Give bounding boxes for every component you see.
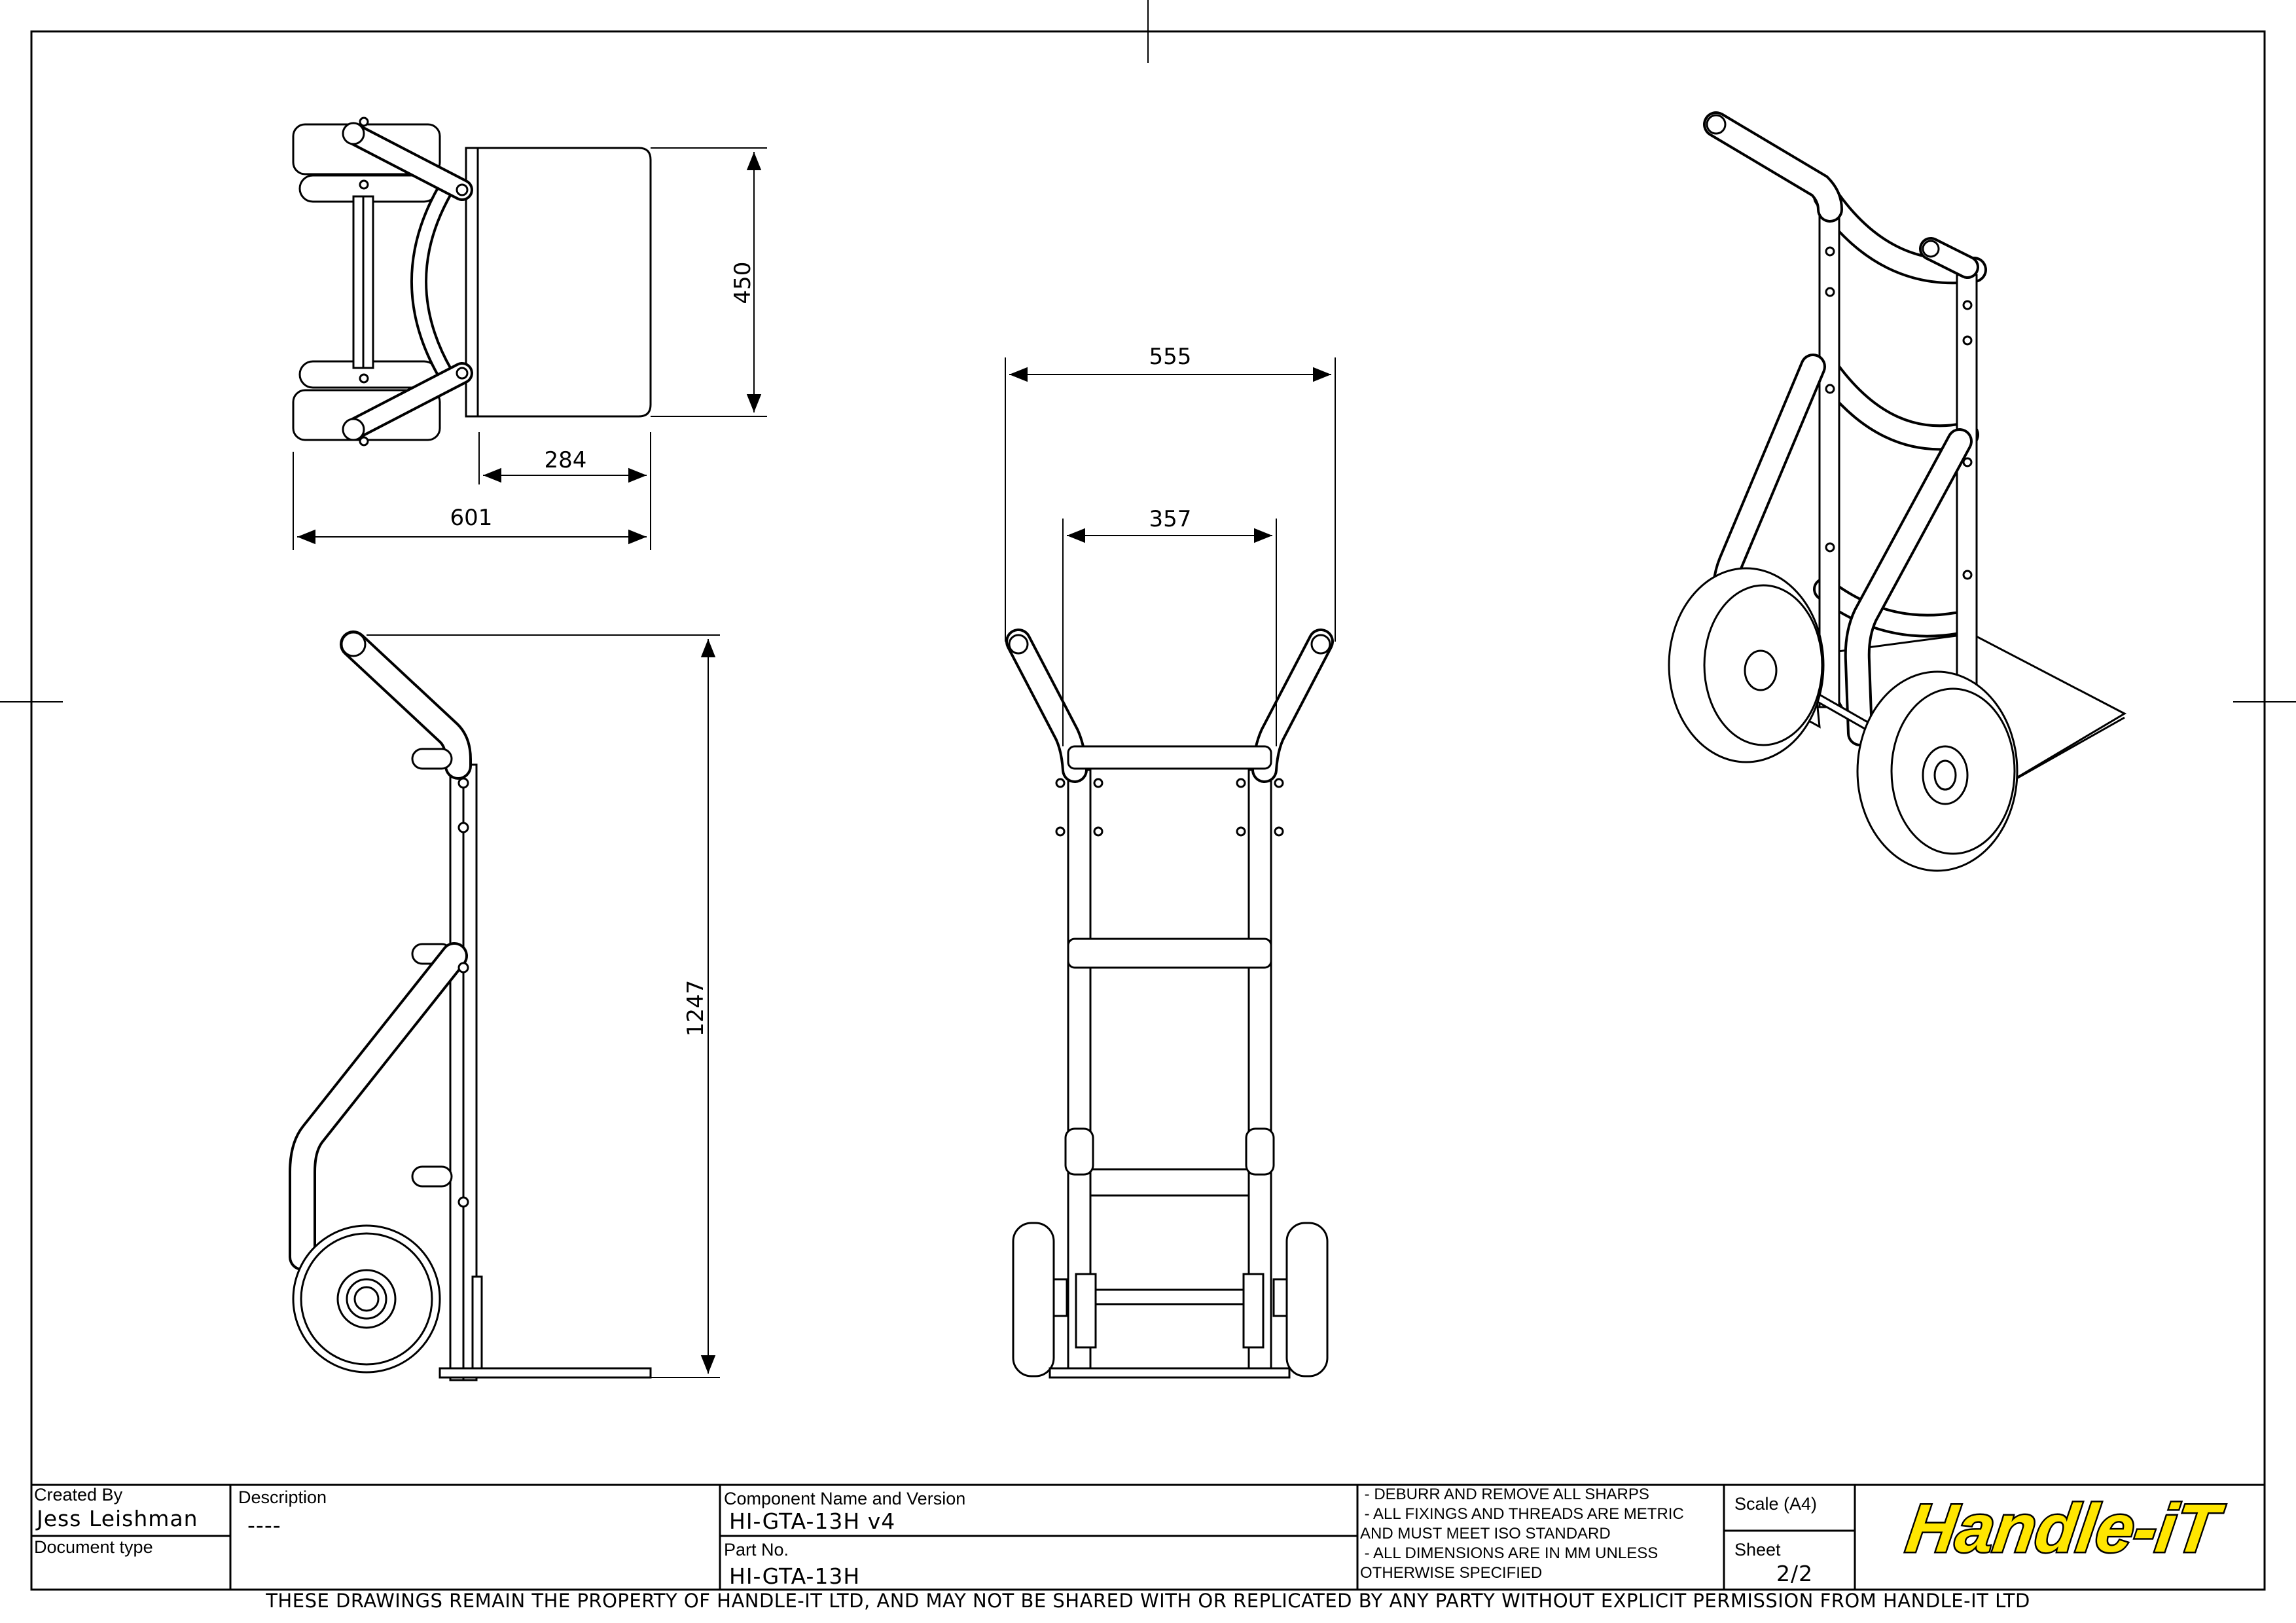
part-no-value: HI-GTA-13H [729, 1563, 861, 1589]
dim-top-overall: 601 [450, 505, 493, 531]
component-label: Component Name and Version [724, 1489, 966, 1508]
dim-side-height: 1247 [683, 980, 709, 1037]
top-view [292, 117, 652, 447]
note-line: - DEBURR AND REMOVE ALL SHARPS [1360, 1486, 1649, 1503]
dim-top-depth: 450 [730, 262, 756, 304]
dim-front-overall-width: 555 [1149, 344, 1192, 370]
front-view-dimension-lines [1005, 357, 1336, 746]
note-line: - ALL DIMENSIONS ARE IN MM UNLESS [1360, 1544, 1659, 1562]
note-line: AND MUST MEET ISO STANDARD [1360, 1525, 1611, 1542]
created-by-label: Created By [34, 1485, 123, 1504]
part-no-label: Part No. [724, 1540, 789, 1559]
note-line: - ALL FIXINGS AND THREADS ARE METRIC [1360, 1505, 1684, 1523]
component-value: HI-GTA-13H v4 [729, 1508, 896, 1534]
top-view-dimension-lines [293, 147, 767, 550]
document-type-label: Document type [34, 1537, 153, 1557]
handle-it-logo: Handle-iT [1901, 1489, 2230, 1566]
notes-block: - DEBURR AND REMOVE ALL SHARPS - ALL FIX… [1360, 1485, 1684, 1583]
sheet-label: Sheet [1734, 1540, 1781, 1559]
side-view [289, 630, 652, 1381]
footer-disclaimer: THESE DRAWINGS REMAIN THE PROPERTY OF HA… [266, 1590, 2030, 1612]
created-by-value: Jess Leishman [37, 1506, 198, 1531]
dim-top-platform: 284 [545, 447, 587, 473]
description-value: ---- [247, 1512, 281, 1538]
title-block-grid [31, 1484, 2265, 1591]
dim-front-inner-width: 357 [1149, 506, 1192, 532]
logo-text: Handle-iT [1902, 1490, 2228, 1566]
sheet-value: 2/2 [1776, 1561, 1814, 1586]
note-line: OTHERWISE SPECIFIED [1360, 1564, 1543, 1582]
side-view-dimension-lines [367, 634, 720, 1378]
scale-label: Scale (A4) [1734, 1494, 1818, 1514]
isometric-view [1668, 111, 2127, 872]
front-view [1005, 629, 1334, 1379]
description-label: Description [238, 1487, 327, 1507]
